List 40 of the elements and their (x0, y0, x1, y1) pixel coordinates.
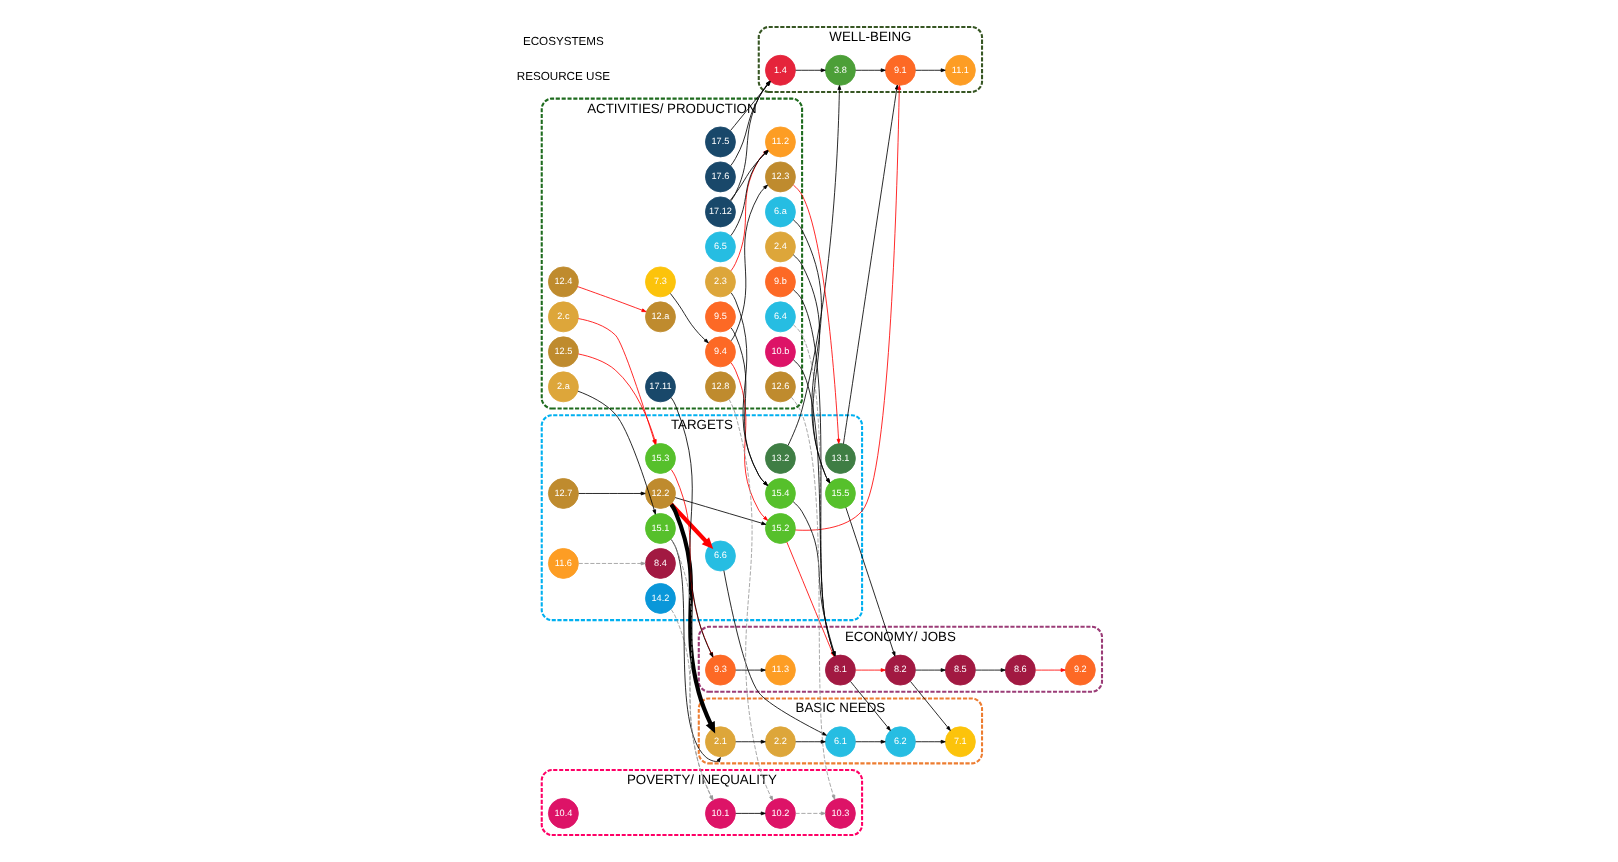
arrow (734, 739, 765, 744)
arrow (668, 503, 715, 734)
arrow (914, 739, 945, 744)
arrow (727, 398, 773, 801)
arrow (577, 561, 645, 566)
arrow (729, 149, 768, 237)
arrow (673, 497, 766, 526)
arrow (854, 668, 885, 672)
arrow (786, 85, 841, 446)
arrow (668, 502, 713, 550)
arrow (854, 739, 885, 744)
arrow (734, 668, 765, 672)
arrow (914, 668, 945, 672)
arrow (576, 286, 646, 313)
arrow (729, 292, 768, 486)
arrow (577, 491, 645, 496)
arrow (734, 811, 765, 816)
arrow (794, 68, 825, 73)
arrow (668, 293, 708, 344)
arrow (849, 681, 890, 731)
arrow (842, 84, 898, 445)
arrow (729, 327, 767, 486)
arrow (728, 150, 768, 201)
arrow (722, 570, 826, 736)
arrow (729, 184, 767, 342)
arrow (791, 184, 840, 444)
arrow (669, 609, 713, 801)
arrow (794, 739, 825, 744)
arrow (914, 68, 945, 73)
arrow (844, 507, 895, 657)
arrow (729, 149, 768, 272)
arrow (669, 539, 720, 763)
arrow (669, 538, 713, 801)
arrow (974, 668, 1005, 672)
arrow (854, 68, 885, 73)
arrow (794, 811, 825, 816)
arrow (909, 681, 950, 731)
arrow (794, 85, 901, 531)
arrow (1034, 668, 1065, 672)
arrow (729, 362, 767, 521)
